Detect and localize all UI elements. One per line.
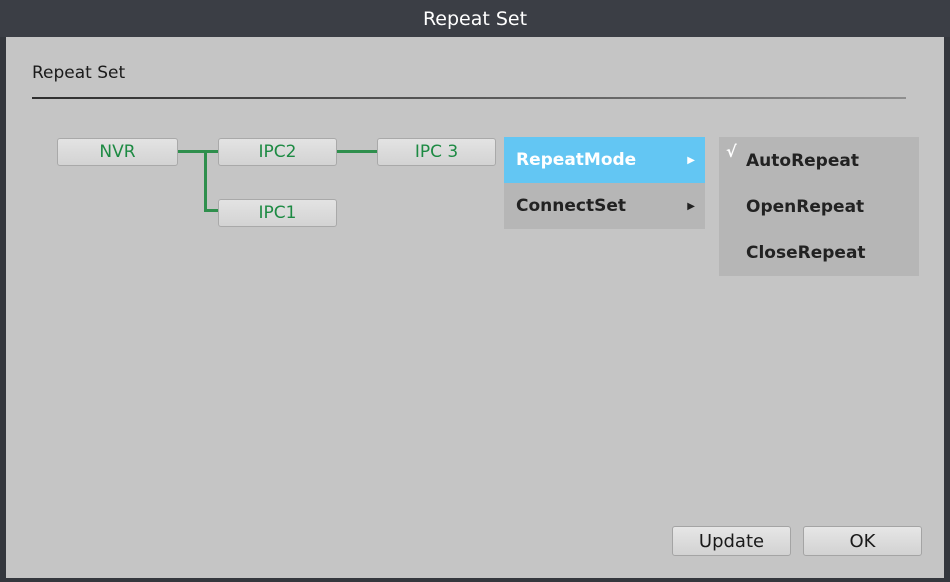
menu-item-label: ConnectSet <box>516 196 626 216</box>
node-ipc1[interactable]: IPC1 <box>218 199 337 227</box>
submenu-item-label: CloseRepeat <box>746 243 866 263</box>
connector-ipc2-ipc3 <box>337 150 377 153</box>
node-nvr[interactable]: NVR <box>57 138 178 166</box>
arrow-right-icon: ▶ <box>687 154 695 166</box>
submenu-item-open-repeat[interactable]: OpenRepeat <box>719 184 919 230</box>
repeat-mode-submenu: √ AutoRepeat OpenRepeat CloseRepeat <box>719 137 919 276</box>
submenu-item-close-repeat[interactable]: CloseRepeat <box>719 230 919 276</box>
submenu-item-auto-repeat[interactable]: √ AutoRepeat <box>719 138 919 184</box>
menu-item-connect-set[interactable]: ConnectSet ▶ <box>504 183 705 229</box>
menu-item-repeat-mode[interactable]: RepeatMode ▶ <box>504 137 705 183</box>
section-divider <box>32 97 906 99</box>
window-title: Repeat Set <box>0 0 950 37</box>
update-button[interactable]: Update <box>672 526 791 556</box>
ok-button[interactable]: OK <box>803 526 922 556</box>
connector-trunk-vertical <box>204 150 207 212</box>
node-ipc2[interactable]: IPC2 <box>218 138 337 166</box>
connector-nvr-ipc2 <box>178 150 218 153</box>
submenu-item-label: OpenRepeat <box>746 197 865 217</box>
connector-ipc1 <box>204 209 218 212</box>
section-title: Repeat Set <box>32 63 126 83</box>
check-icon: √ <box>726 142 737 161</box>
node-ipc3[interactable]: IPC 3 <box>377 138 496 166</box>
context-menu: RepeatMode ▶ ConnectSet ▶ <box>504 137 705 229</box>
submenu-item-label: AutoRepeat <box>746 151 859 171</box>
menu-item-label: RepeatMode <box>516 150 637 170</box>
arrow-right-icon: ▶ <box>687 200 695 212</box>
